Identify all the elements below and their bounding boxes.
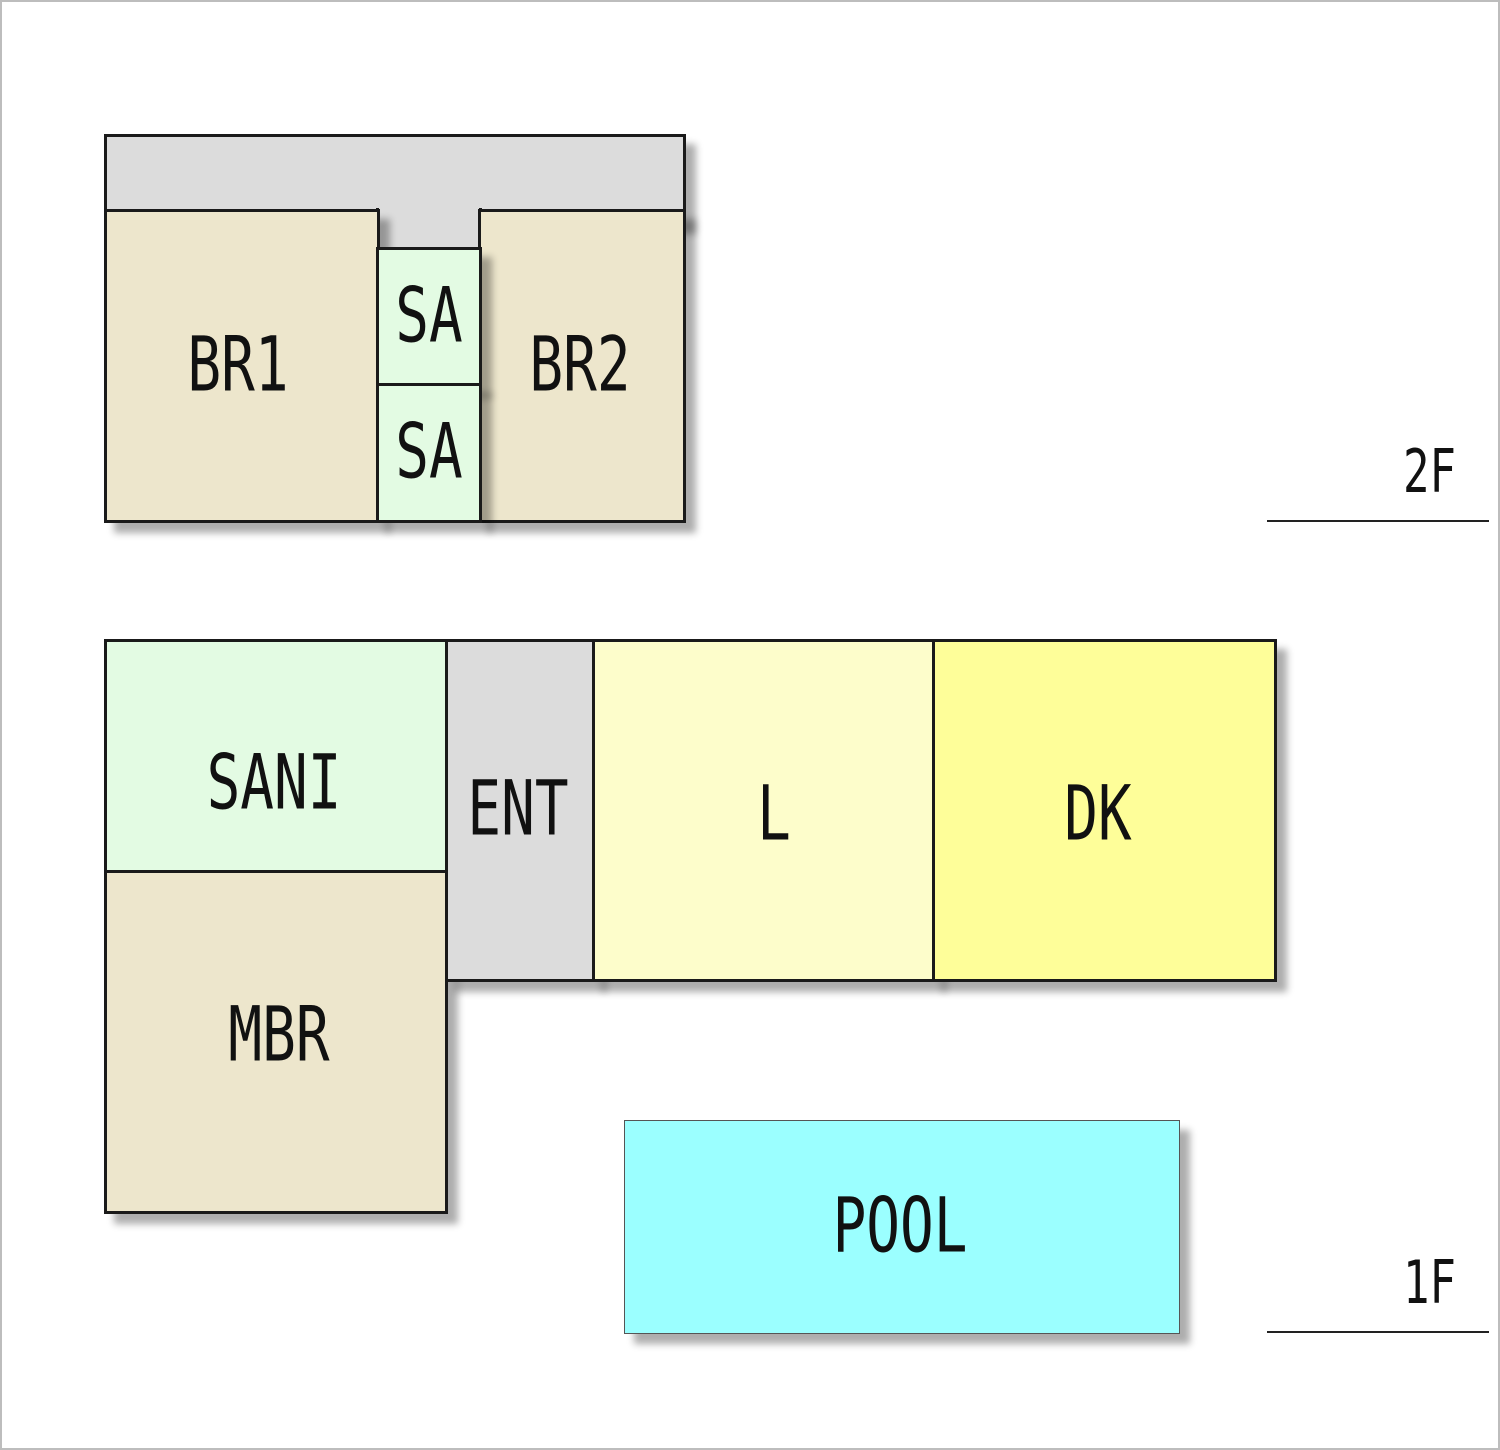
floor-1-baseline bbox=[1267, 1331, 1489, 1333]
room-label-dk: DK bbox=[1064, 770, 1132, 859]
room-dk bbox=[932, 639, 1277, 982]
room-label-pool: POOL bbox=[832, 1182, 968, 1271]
room-sa-lower bbox=[376, 383, 482, 523]
room-ent bbox=[445, 639, 596, 982]
floor-2-baseline bbox=[1267, 520, 1489, 522]
room-br2 bbox=[478, 209, 686, 523]
room-l bbox=[592, 639, 936, 982]
floor-1-label: 1F bbox=[1403, 1249, 1456, 1319]
room-label-sa-lower: SA bbox=[395, 408, 463, 497]
room-label-sa-upper: SA bbox=[395, 272, 463, 361]
room-pool bbox=[624, 1120, 1180, 1334]
room-label-br1: BR1 bbox=[187, 321, 289, 410]
room-label-mbr: MBR bbox=[228, 991, 330, 1080]
room-br1 bbox=[104, 209, 380, 523]
room-label-ent: ENT bbox=[467, 765, 569, 854]
floor-2-label: 2F bbox=[1403, 438, 1456, 508]
room-label-l: L bbox=[757, 770, 791, 859]
room-sa-upper bbox=[376, 247, 482, 388]
room-mbr bbox=[104, 870, 448, 1214]
room-label-br2: BR2 bbox=[529, 321, 631, 410]
room-label-sani: SANI bbox=[206, 739, 342, 828]
